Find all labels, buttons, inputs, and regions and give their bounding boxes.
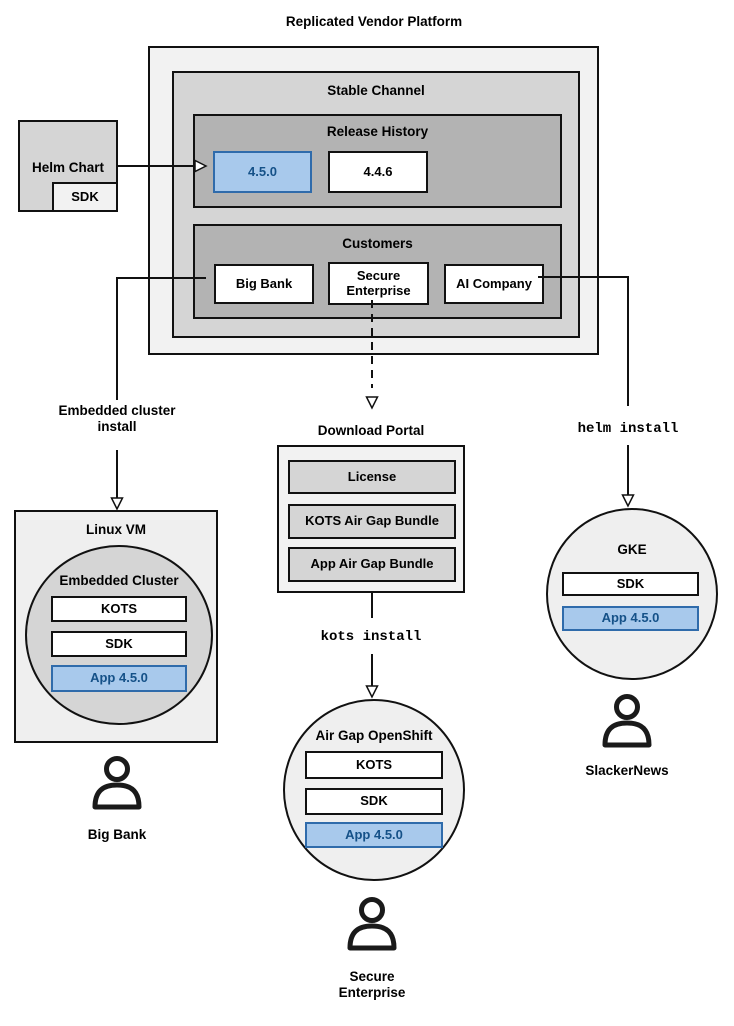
portal-item-label: KOTS Air Gap Bundle [305, 513, 439, 529]
arrowhead-down [110, 497, 124, 511]
helm-chart-label: Helm Chart [31, 160, 104, 175]
release-version-label: 4.5.0 [248, 163, 277, 179]
customer-name: Big Bank [235, 275, 293, 291]
helm-install-label: helm install [577, 421, 679, 437]
component-label: KOTS [355, 756, 393, 772]
portal-item-license: License [288, 460, 456, 494]
release-version-4-5-0: 4.5.0 [213, 151, 312, 193]
component-label: App 4.5.0 [90, 670, 148, 686]
air-gap-openshift-circle: Air Gap OpenShift KOTS SDK App 4.5.0 [283, 699, 465, 881]
customer-name: Secure Enterprise [346, 267, 411, 298]
arrowhead-down [365, 685, 379, 699]
diagram-title: Replicated Vendor Platform [285, 14, 463, 29]
arrowhead-down [365, 396, 379, 410]
user-icon [92, 756, 142, 810]
release-version-label: 4.4.6 [363, 163, 393, 179]
end-user-secure-enterprise-label: Secure Enterprise [338, 969, 406, 1000]
download-portal-label: Download Portal [317, 423, 425, 438]
end-user-slackernews-label: SlackerNews [585, 763, 669, 778]
download-portal-box: License KOTS Air Gap Bundle App Air Gap … [277, 445, 465, 593]
customer-ai-company: AI Company [444, 264, 544, 304]
gke-circle: GKE SDK App 4.5.0 [546, 508, 718, 680]
component-label: SDK [616, 575, 645, 591]
component-label: App 4.5.0 [345, 826, 403, 842]
release-version-4-4-6: 4.4.6 [328, 151, 428, 193]
sdk-label: SDK [71, 188, 99, 204]
release-history-box: Release History 4.5.0 4.4.6 [193, 114, 562, 208]
helm-chart-sdk-box: SDK [52, 182, 118, 212]
component-label: KOTS [100, 600, 138, 616]
component-sdk: SDK [305, 788, 443, 815]
component-kots: KOTS [305, 751, 443, 779]
embedded-cluster-circle: Embedded Cluster KOTS SDK App 4.5.0 [25, 545, 213, 725]
component-app: App 4.5.0 [51, 665, 187, 692]
customer-secure-enterprise: Secure Enterprise [328, 262, 429, 305]
customers-box: Customers Big Bank Secure Enterprise AI … [193, 224, 562, 319]
kots-install-label: kots install [320, 629, 422, 645]
vendor-platform-box: Stable Channel Release History 4.5.0 4.4… [148, 46, 599, 355]
customer-name: AI Company [456, 275, 532, 291]
end-user-big-bank-label: Big Bank [87, 827, 147, 842]
helm-chart-box: Helm Chart SDK [18, 120, 118, 212]
component-app: App 4.5.0 [305, 822, 443, 848]
linux-vm-label: Linux VM [86, 522, 146, 537]
embedded-cluster-install-label: Embedded cluster install [58, 403, 176, 434]
customers-label: Customers [342, 236, 413, 251]
gke-label: GKE [617, 542, 647, 557]
stable-channel-box: Stable Channel Release History 4.5.0 4.4… [172, 71, 580, 338]
component-kots: KOTS [51, 596, 187, 622]
portal-item-app-airgap-bundle: App Air Gap Bundle [288, 547, 456, 582]
component-label: App 4.5.0 [601, 610, 660, 626]
air-gap-openshift-label: Air Gap OpenShift [315, 728, 433, 743]
component-label: SDK [105, 635, 133, 651]
component-sdk: SDK [562, 572, 699, 596]
stable-channel-label: Stable Channel [327, 83, 425, 98]
embedded-cluster-label: Embedded Cluster [59, 573, 179, 588]
user-icon [602, 694, 652, 748]
release-history-label: Release History [326, 124, 429, 139]
portal-item-label: App Air Gap Bundle [310, 556, 434, 572]
arrowhead-down [621, 494, 635, 508]
component-sdk: SDK [51, 631, 187, 657]
portal-item-kots-airgap-bundle: KOTS Air Gap Bundle [288, 504, 456, 539]
linux-vm-box: Linux VM Embedded Cluster KOTS SDK App 4… [14, 510, 218, 743]
user-icon [347, 897, 397, 951]
component-label: SDK [360, 793, 388, 809]
customer-big-bank: Big Bank [214, 264, 314, 304]
component-app: App 4.5.0 [562, 606, 699, 631]
portal-item-label: License [347, 468, 397, 484]
